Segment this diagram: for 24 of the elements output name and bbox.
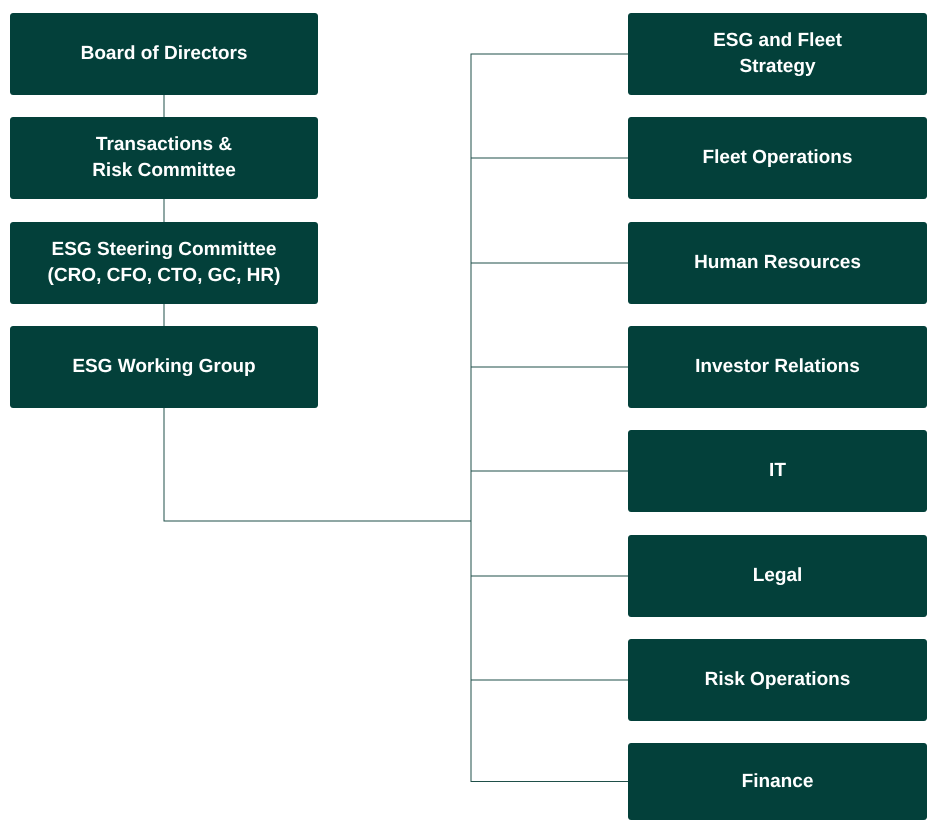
org-box <box>10 326 318 408</box>
org-box <box>628 326 927 408</box>
org-box <box>628 639 927 721</box>
org-box <box>628 13 927 95</box>
box-label: Fleet Operations <box>702 146 852 170</box>
org-box <box>10 117 318 199</box>
box-label: Investor Relations <box>695 355 860 379</box>
org-box <box>10 222 318 304</box>
org-box <box>628 430 927 512</box>
box-label: Human Resources <box>694 251 861 275</box>
org-box <box>10 13 318 95</box>
box-label: Board of Directors <box>80 42 248 66</box>
org-box <box>628 222 927 304</box>
org-box <box>628 535 927 617</box>
box-label: Risk Operations <box>704 668 850 692</box>
org-box <box>628 117 927 199</box>
box-label: ESG Working Group <box>72 355 256 379</box>
org-box <box>628 743 927 820</box>
box-label: Finance <box>742 770 814 794</box>
box-label: Transactions & Risk Committee <box>91 133 237 183</box>
box-label: ESG Steering Committee (CRO, CFO, CTO, GC, HR) <box>46 238 282 288</box>
box-label: ESG and Fleet Strategy <box>712 29 843 79</box>
box-label: IT <box>769 459 786 483</box>
box-label: Legal <box>752 564 802 588</box>
